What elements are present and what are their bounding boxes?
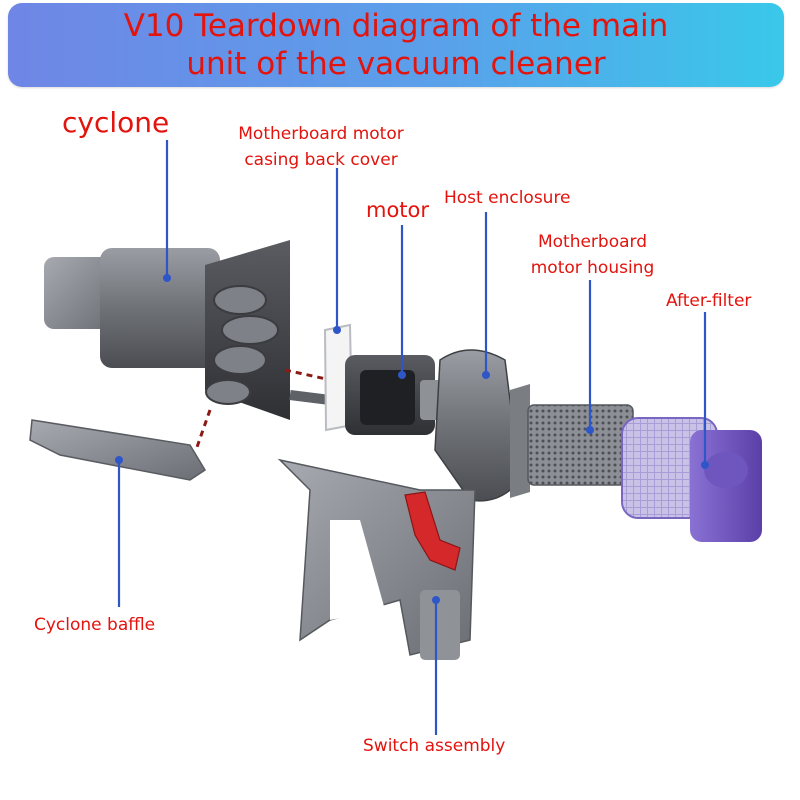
title-banner: V10 Teardown diagram of the main unit of… [8,3,784,87]
label-switch-assembly: Switch assembly [363,736,506,756]
label-motor-housing: Motherboard motor housing [530,232,655,278]
page-title: V10 Teardown diagram of the main unit of… [123,8,669,82]
label-after-filter: After-filter [666,291,752,311]
motor-housing-part [510,384,634,498]
label-cyclone: cyclone [62,106,170,139]
label-back-cover: Motherboard motor casing back cover [238,124,404,170]
switch-assembly-part [404,491,461,571]
label-motor: motor [366,198,430,222]
cyclone-part [44,240,331,420]
cyclone-baffle-part [29,419,207,481]
after-filter-part [621,417,762,542]
label-cyclone-baffle: Cyclone baffle [34,615,156,635]
label-host-enclosure: Host enclosure [444,188,571,208]
motor-part [345,355,448,435]
leader-lines [117,140,707,735]
leader-dots [115,274,709,604]
